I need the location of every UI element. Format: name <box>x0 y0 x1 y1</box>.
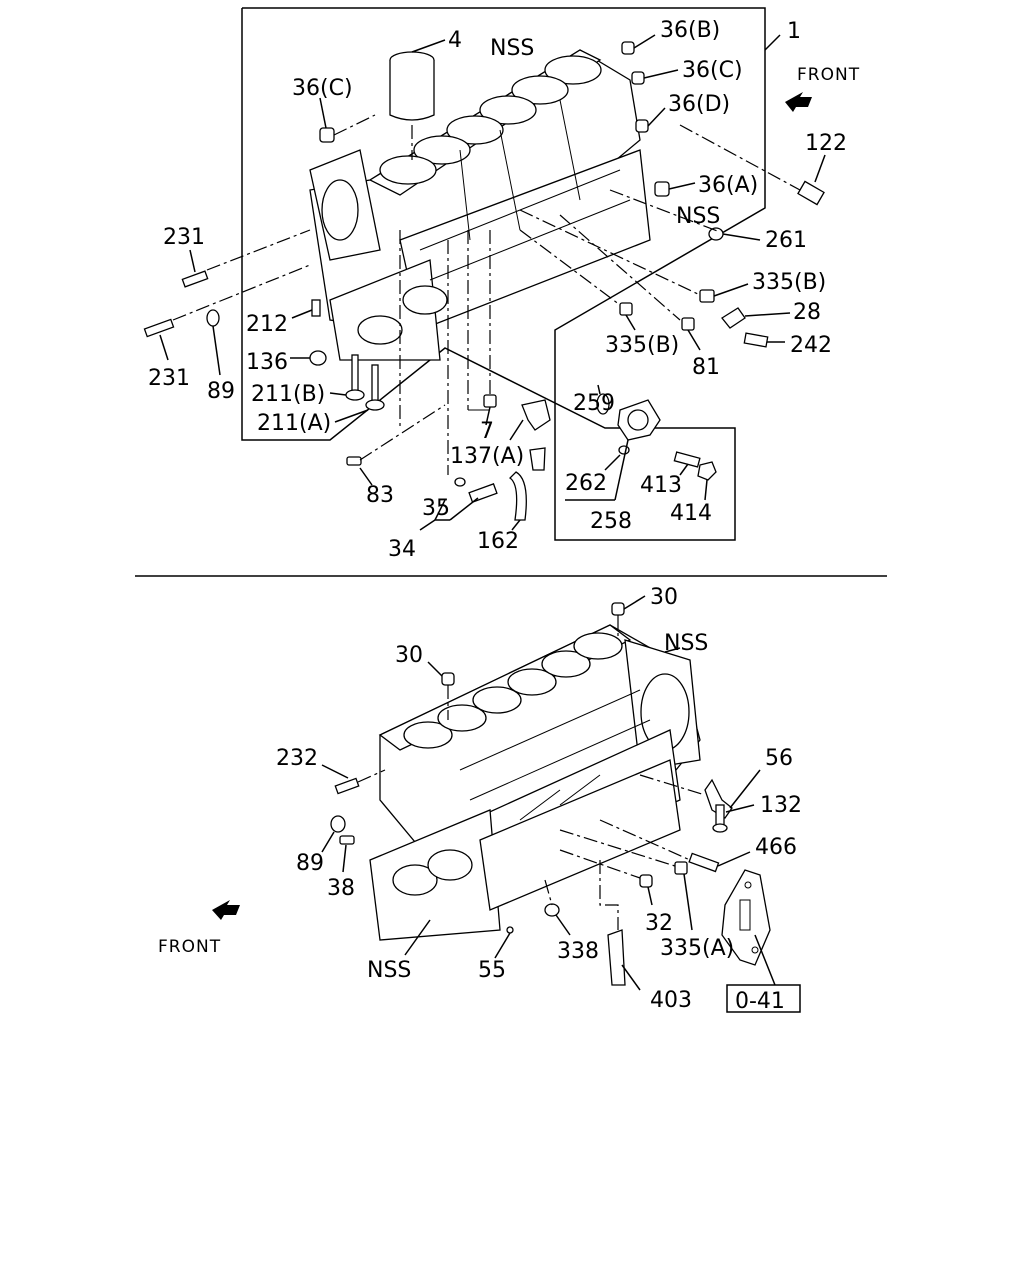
small-parts-bottom <box>321 595 776 991</box>
callout-122: 122 <box>805 131 847 156</box>
callout-36d: 36(D) <box>668 92 730 117</box>
callout-136: 136 <box>246 350 288 375</box>
leader-1 <box>764 34 781 51</box>
bottom-exploded-view: FRONT <box>158 585 802 1014</box>
callout-261: 261 <box>765 228 807 253</box>
callout-335a: 335(A) <box>660 936 734 961</box>
group-frame <box>241 7 766 541</box>
callout-89-top: 89 <box>207 379 235 404</box>
bottom-callouts: 30 NSS 30 232 56 132 466 89 38 32 335(A)… <box>276 585 802 1013</box>
callout-83: 83 <box>366 483 394 508</box>
callout-89-bottom: 89 <box>296 851 324 876</box>
callout-28: 28 <box>793 300 821 325</box>
callout-132: 132 <box>760 793 802 818</box>
cylinder-block-bottom <box>369 624 701 941</box>
callout-nss-top: NSS <box>490 36 534 61</box>
callout-56: 56 <box>765 746 793 771</box>
callout-36a: 36(A) <box>698 173 758 198</box>
callout-4: 4 <box>448 28 462 53</box>
callout-137a: 137(A) <box>450 444 524 469</box>
callout-36b: 36(B) <box>660 18 720 43</box>
callout-1: 1 <box>787 19 801 44</box>
callout-258: 258 <box>590 509 632 534</box>
reference-box <box>726 984 801 1013</box>
cylinder-liner-part <box>389 39 446 160</box>
cylinder-block-top <box>309 49 651 361</box>
callout-211b: 211(B) <box>251 382 325 407</box>
callout-212: 212 <box>246 312 288 337</box>
callout-403: 403 <box>650 988 692 1013</box>
callout-162: 162 <box>477 529 519 554</box>
callout-335b-right: 335(B) <box>752 270 826 295</box>
callout-34: 34 <box>388 537 416 562</box>
callout-413: 413 <box>640 473 682 498</box>
small-parts-top <box>143 34 826 531</box>
callout-81: 81 <box>692 355 720 380</box>
callout-211a: 211(A) <box>257 411 331 436</box>
callout-55: 55 <box>478 958 506 983</box>
callout-335b-mid: 335(B) <box>605 333 679 358</box>
callout-30-right: 30 <box>650 585 678 610</box>
callout-32: 32 <box>645 911 673 936</box>
callout-259: 259 <box>573 391 615 416</box>
callout-242: 242 <box>790 333 832 358</box>
callout-36c-left: 36(C) <box>292 76 353 101</box>
callout-7: 7 <box>480 419 494 444</box>
callout-232: 232 <box>276 746 318 771</box>
front-arrow-bottom <box>212 900 240 920</box>
callout-231-top: 231 <box>163 225 205 250</box>
front-label-bottom: FRONT <box>158 937 221 957</box>
callout-nss-right: NSS <box>676 204 720 229</box>
callout-35: 35 <box>422 496 450 521</box>
top-callouts: 4 NSS 36(B) 1 36(C) 36(C) 36(D) 122 36(A… <box>148 18 847 562</box>
front-arrow-top <box>785 92 812 112</box>
front-label-top: FRONT <box>797 65 860 85</box>
callout-414: 414 <box>670 501 712 526</box>
callout-466: 466 <box>755 835 797 860</box>
callout-338: 338 <box>557 939 599 964</box>
callout-nss-right-bottom: NSS <box>664 631 708 656</box>
callout-nss-bottom: NSS <box>367 958 411 983</box>
top-exploded-view: FRONT <box>143 7 860 562</box>
callout-262: 262 <box>565 471 607 496</box>
callout-30-left: 30 <box>395 643 423 668</box>
callout-36c-right: 36(C) <box>682 58 743 83</box>
callout-38: 38 <box>327 876 355 901</box>
callout-ref-0-41: 0-41 <box>735 989 785 1014</box>
callout-231-bottom: 231 <box>148 366 190 391</box>
